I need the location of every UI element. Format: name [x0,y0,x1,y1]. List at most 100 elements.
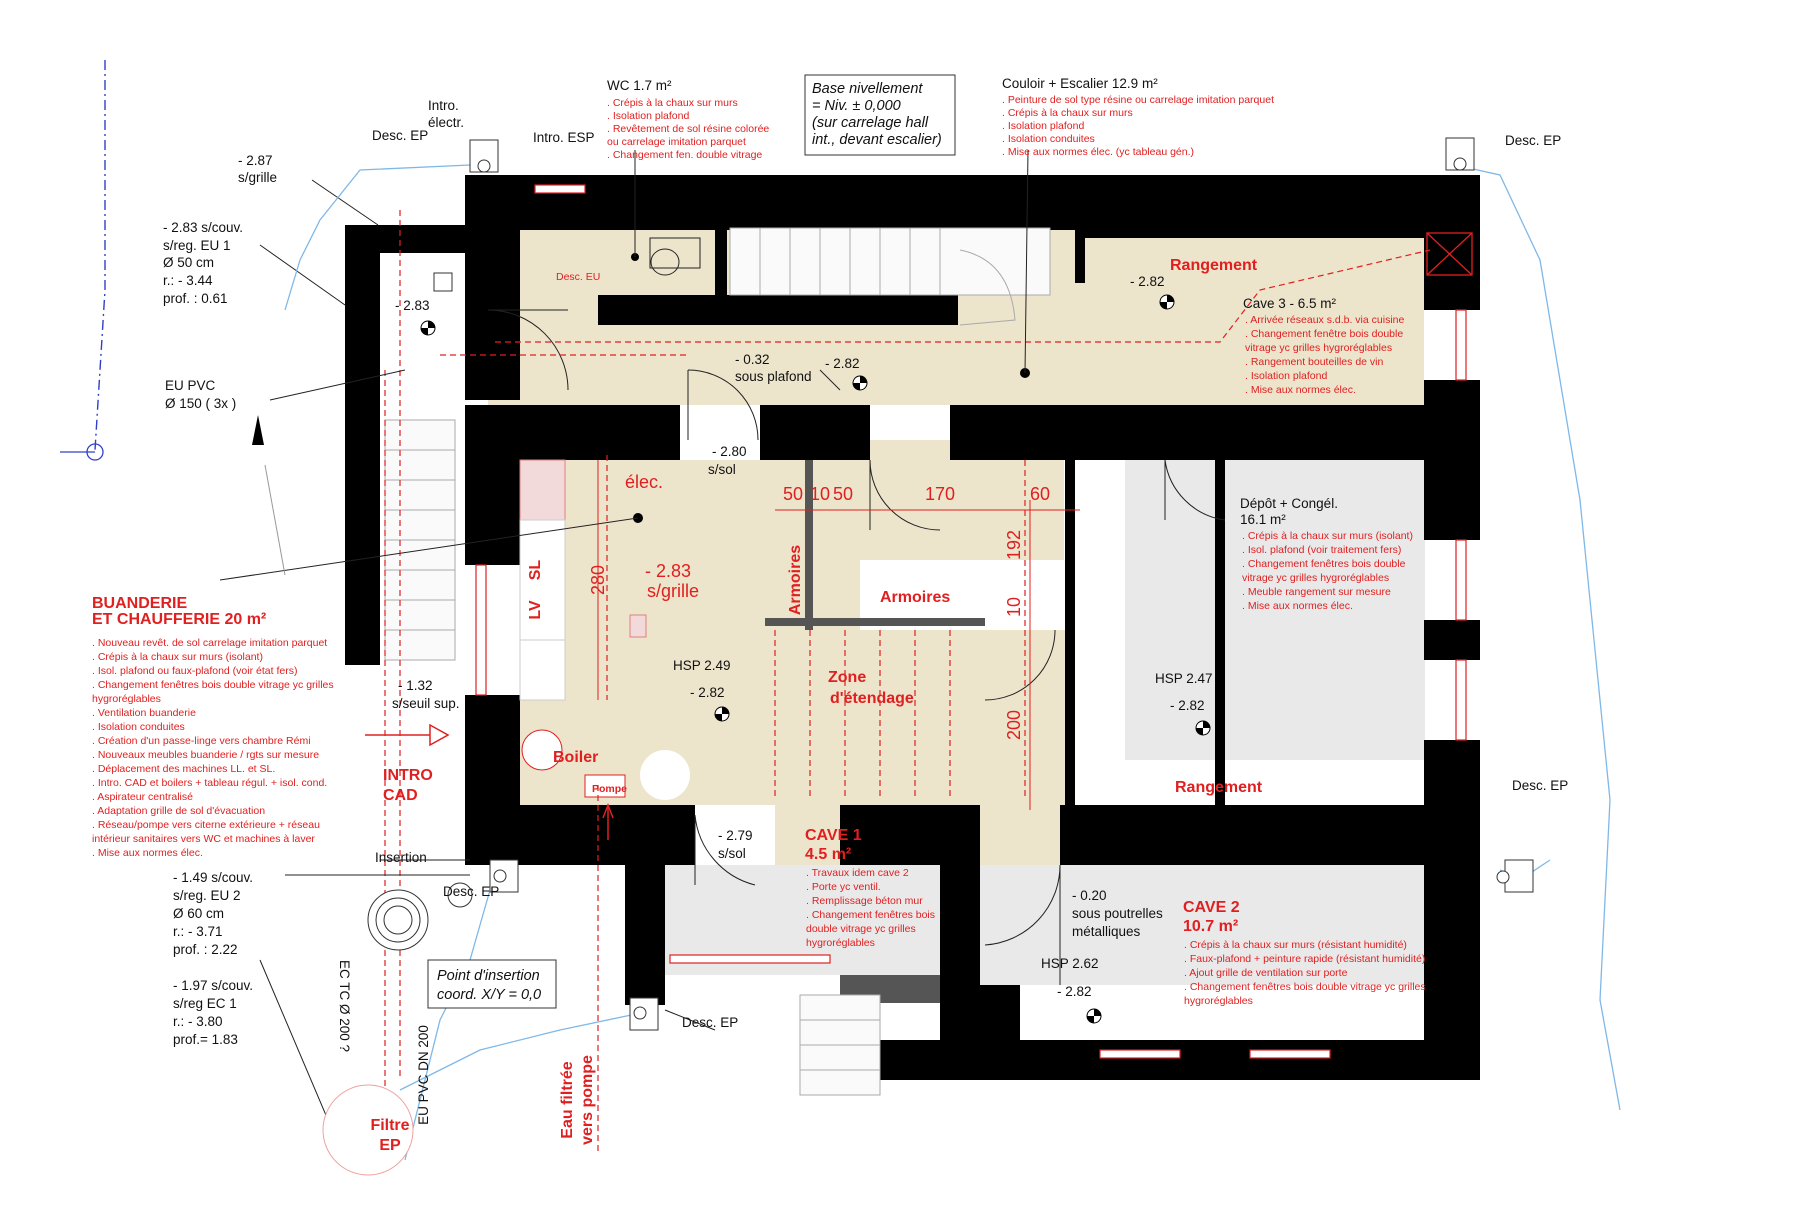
svg-text:métalliques: métalliques [1072,924,1141,939]
svg-text:. Isolation plafond: . Isolation plafond [1002,120,1084,132]
level-283-grille-sub: s/grille [647,581,699,601]
windows [475,184,1467,1059]
intro-cad-label-1: INTRO [383,767,433,784]
dim-200: 200 [1004,710,1024,740]
armoires-label: Armoires [880,589,950,606]
insertion-point-box [427,959,557,1009]
svg-text:. Porte yc ventil.: . Porte yc ventil. [806,881,881,893]
svg-text:. Meuble rangement sur mesure: . Meuble rangement sur mesure [1242,586,1391,598]
hsp-249: HSP 2.49 [673,658,731,673]
svg-text:vitrage yc grilles hygroréglab: vitrage yc grilles hygroréglables [1245,342,1392,354]
svg-text:- 0.20: - 0.20 [1072,888,1107,903]
svg-text:r.: - 3.44: r.: - 3.44 [163,273,213,288]
level-287-sub: s/grille [238,170,277,185]
svg-text:. Isol. plafond (voir traiteme: . Isol. plafond (voir traitement fers) [1242,544,1401,556]
svg-text:. Aspirateur centralisé: . Aspirateur centralisé [92,791,193,803]
svg-text:. Faux-plafond + peinture rapi: . Faux-plafond + peinture rapide (résist… [1184,953,1425,965]
svg-text:- 1.49 s/couv.: - 1.49 s/couv. [173,870,253,885]
depot-title: Dépôt + Congél. [1240,496,1338,511]
svg-text:. Crépis à la chaux sur murs (: . Crépis à la chaux sur murs (isolant) [92,651,263,663]
cave1-area: 4.5 m² [805,846,851,863]
svg-text:. Mise aux normes élec. (yc ta: . Mise aux normes élec. (yc tableau gén.… [1002,146,1194,158]
svg-text:. Mise aux normes élec.: . Mise aux normes élec. [1242,600,1353,612]
hsp-247: HSP 2.47 [1155,671,1213,686]
staircase [384,227,1051,1096]
svg-text:Ø 50 cm: Ø 50 cm [163,255,214,270]
rangement-bottom-label: Rangement [1175,779,1263,796]
svg-text:double vitrage yc grilles: double vitrage yc grilles [806,923,916,935]
level-283-grille: - 2.83 [645,561,691,581]
sl-label: SL [527,560,544,581]
svg-text:. Changement fenêtres bois dou: . Changement fenêtres bois double vitrag… [1184,981,1426,993]
buanderie-notes: . Nouveau revêt. de sol carrelage imitat… [92,637,334,859]
armoires-vertical-label: Armoires [787,545,804,615]
door-swings [487,309,1226,946]
desc-ep-label-bottom: Desc. EP [682,1015,738,1030]
water-network [60,60,1621,1161]
insertion-point-label-2: coord. X/Y = 0,0 [437,987,541,1003]
filtre-ep-label-1: Filtre [370,1117,409,1134]
dim-192: 192 [1004,530,1024,560]
svg-text:s/reg. EU 2: s/reg. EU 2 [173,888,241,903]
laundry-furniture [519,459,690,800]
boiler-label: Boiler [553,749,598,766]
cave1-title: CAVE 1 [805,827,862,844]
intro-esp-label: Intro. ESP [533,130,595,145]
intro-cad-label-2: CAD [383,787,418,804]
zone-etendage-label-1: Zone [828,669,866,686]
level-282-buanderie: - 2.82 [690,685,725,700]
svg-text:. Crépis à la chaux sur murs (: . Crépis à la chaux sur murs (résistant … [1184,939,1407,951]
depot-notes: . Crépis à la chaux sur murs (isolant) .… [1242,530,1413,612]
svg-text:. Isolation plafond: . Isolation plafond [1245,370,1327,382]
svg-text:. Isolation conduites: . Isolation conduites [1002,133,1095,145]
level-032-sub: sous plafond [735,369,812,384]
hsp-262: HSP 2.62 [1041,956,1099,971]
drain-symbols [322,137,1534,1176]
svg-text:hygroréglables: hygroréglables [92,693,161,705]
insertion-label: Insertion [375,850,427,865]
svg-text:. Isolation plafond: . Isolation plafond [607,110,689,122]
zone-etendage-label-2: d'étendage [830,690,914,707]
cave3-notes: . Arrivée réseaux s.d.b. via cuisine . C… [1245,314,1404,396]
eu-pvc-size: Ø 150 ( 3x ) [165,396,236,411]
eu-pvc-dn-label: EU PVC DN 200 [416,1025,431,1125]
svg-text:Base nivellement: Base nivellement [812,81,923,97]
lv-label: LV [527,600,544,620]
ec1-info: - 1.97 s/couv. s/reg EC 1 r.: - 3.80 pro… [173,978,253,1047]
svg-text:= Niv. ± 0,000: = Niv. ± 0,000 [812,98,901,114]
depot-area: 16.1 m² [1240,512,1286,527]
svg-text:s/reg EC 1: s/reg EC 1 [173,996,237,1011]
dim-50-b: 50 [833,484,853,504]
svg-text:sous poutrelles: sous poutrelles [1072,906,1163,921]
svg-text:. Rangement bouteilles de vin: . Rangement bouteilles de vin [1245,356,1383,368]
cave1-notes: . Travaux idem cave 2 . Porte yc ventil.… [806,867,935,949]
north-arrow [252,415,286,576]
eau-filtree-label-2: vers pompe [579,1055,596,1145]
level-287: - 2.87 [238,153,273,168]
dimension-lines [597,460,1080,810]
level-279: - 2.79 [718,828,753,843]
elec-label: élec. [625,472,663,492]
svg-text:. Crépis à la chaux sur murs (: . Crépis à la chaux sur murs (isolant) [1242,530,1413,542]
eau-filtree-label-1: Eau filtrée [559,1061,576,1138]
storage-x-box [1426,232,1473,276]
level-032: - 0.32 [735,352,770,367]
couloir-notes: . Peinture de sol type résine ou carrela… [1002,94,1274,158]
cave2-notes: . Crépis à la chaux sur murs (résistant … [1184,939,1426,1007]
svg-text:. Ventilation buanderie: . Ventilation buanderie [92,707,196,719]
level-280: - 2.80 [712,444,747,459]
dim-10-vertical: 10 [1004,597,1024,617]
svg-text:. Travaux idem cave 2: . Travaux idem cave 2 [806,867,909,879]
base-level-box [804,74,956,156]
desc-ep-label-top-right: Desc. EP [1505,133,1561,148]
svg-text:. Adaptation grille de sol d'é: . Adaptation grille de sol d'évacuation [92,805,265,817]
eu2-info: - 1.49 s/couv. s/reg. EU 2 Ø 60 cm r.: -… [173,870,253,957]
pompe-label: Pompe [592,783,627,795]
svg-text:. Ajout grille de ventilation: . Ajout grille de ventilation sur porte [1184,967,1348,979]
svg-text:- 2.83 s/couv.: - 2.83 s/couv. [163,220,243,235]
svg-text:r.: - 3.71: r.: - 3.71 [173,924,223,939]
svg-text:. Crépis à la chaux sur murs: . Crépis à la chaux sur murs [1002,107,1133,119]
svg-text:. Réseau/pompe vers citerne ex: . Réseau/pompe vers citerne extérieure +… [92,819,320,831]
desc-ep-label-bottom-left: Desc. EP [443,884,499,899]
